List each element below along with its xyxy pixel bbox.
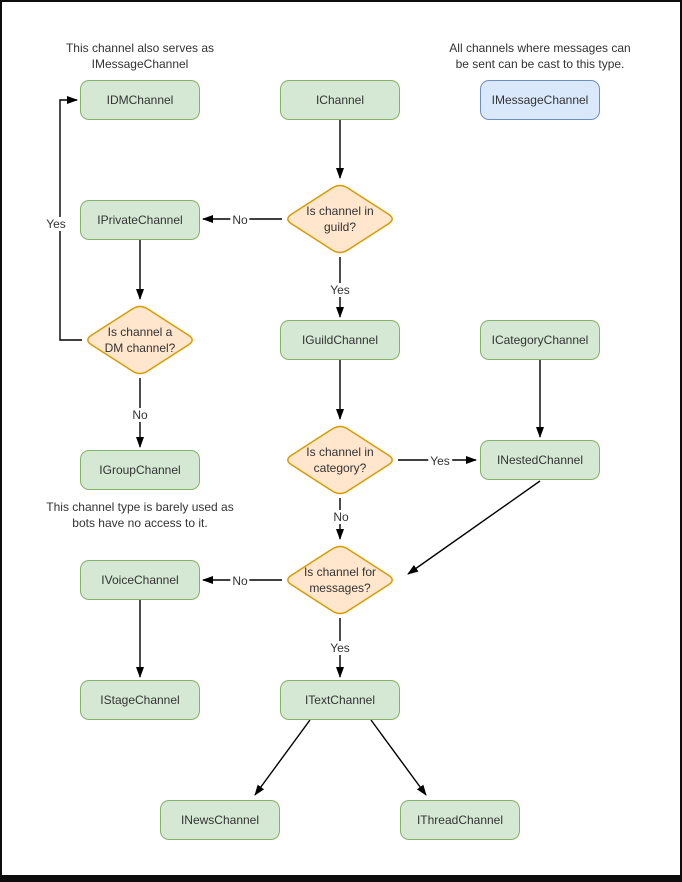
edge-label-no: No [130, 408, 150, 422]
diamond-shape-icon [87, 305, 193, 375]
decision-is-channel-in-category: Is channel in category? [282, 422, 398, 498]
node-iguildchannel: IGuildChannel [280, 320, 400, 360]
decision-label-line: Is channel in [306, 204, 374, 218]
decision-is-channel-for-messages: Is channel for messages? [282, 542, 398, 618]
decision-is-dm-channel: Is channel a DM channel? [82, 302, 198, 378]
decision-label-line: guild? [323, 220, 357, 234]
note-line: This channel also serves as [65, 41, 215, 55]
edge-label-no: No [230, 213, 250, 227]
note-line: bots have no access to it. [72, 515, 208, 530]
note-cast-type: All channels where messages can be sent … [420, 41, 660, 72]
node-igroupchannel: IGroupChannel [80, 450, 200, 490]
note-line: be sent can be cast to this type. [455, 56, 625, 71]
node-ivoicechannel: IVoiceChannel [80, 560, 200, 600]
decision-is-channel-in-guild: Is channel in guild? [282, 181, 398, 257]
decision-label: Is channel in category? [282, 422, 398, 498]
note-line: IMessageChannel [91, 56, 189, 71]
node-imessagechannel: IMessageChannel [480, 80, 600, 120]
node-ichannel: IChannel [280, 80, 400, 120]
edge-label-no: No [331, 510, 351, 524]
note-line: All channels where messages can [449, 41, 631, 55]
decision-label-line: Is channel for [303, 565, 377, 579]
edge-label-yes: Yes [328, 641, 352, 655]
decision-label: Is channel a DM channel? [82, 302, 198, 378]
node-istagechannel: IStageChannel [80, 680, 200, 720]
node-icategorychannel: ICategoryChannel [480, 320, 600, 360]
node-inewschannel: INewsChannel [160, 800, 280, 840]
decision-label: Is channel in guild? [282, 181, 398, 257]
diamond-shape-icon [287, 425, 393, 495]
decision-label-line: category? [313, 461, 367, 475]
node-iprivatechannel: IPrivateChannel [80, 200, 200, 240]
node-inestedchannel: INestedChannel [480, 440, 600, 480]
diamond-shape-icon [287, 184, 393, 254]
decision-label: Is channel for messages? [282, 542, 398, 618]
edge-label-yes: Yes [428, 454, 452, 468]
node-ithreadchannel: IThreadChannel [400, 800, 520, 840]
edge-label-yes: Yes [44, 217, 68, 231]
note-barely-used: This channel type is barely used as bots… [10, 500, 270, 531]
note-line: This channel type is barely used as [46, 500, 234, 514]
node-itextchannel: ITextChannel [280, 680, 400, 720]
edge-label-yes: Yes [328, 283, 352, 297]
diamond-shape-icon [287, 545, 393, 615]
decision-label-line: DM channel? [104, 341, 176, 355]
decision-label-line: Is channel a [107, 325, 173, 339]
decision-label-line: messages? [309, 581, 371, 595]
decision-label-line: Is channel in [306, 445, 374, 459]
node-idmchannel: IDMChannel [80, 80, 200, 120]
note-serves-as: This channel also serves as IMessageChan… [20, 41, 260, 72]
edge-label-no: No [230, 574, 250, 588]
